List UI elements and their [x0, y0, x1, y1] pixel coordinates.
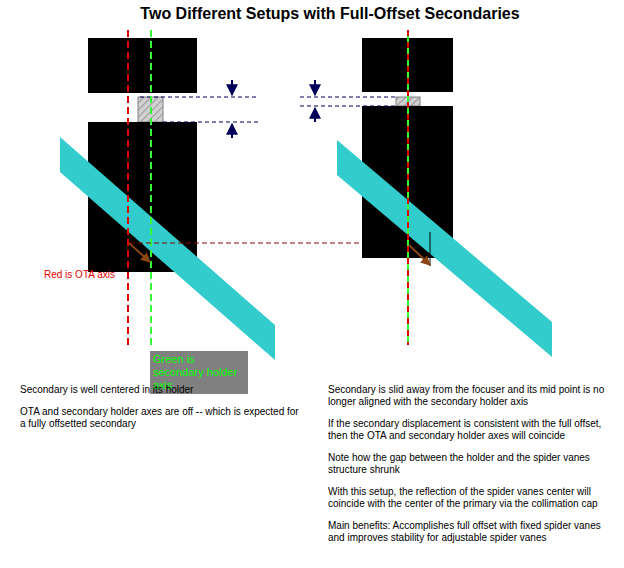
- gap-arrow: [314, 108, 316, 122]
- note: Note how the gap between the holder and …: [328, 452, 616, 476]
- gap-guide: [163, 122, 258, 123]
- note: Main benefits: Accomplishes full offset …: [328, 520, 616, 544]
- gap-guide: [300, 97, 396, 98]
- ota-axis: [407, 30, 409, 345]
- reflection-arrow: [409, 245, 430, 265]
- secondary-mirror: [337, 140, 552, 357]
- holder-axis: [407, 30, 409, 345]
- note: Secondary is well centered in its holder: [20, 384, 305, 396]
- gap-arrow: [231, 80, 233, 95]
- note: With this setup, the reflection of the s…: [328, 486, 616, 510]
- reflection-arrow: [129, 243, 150, 262]
- axis-label: Red is OTA axis: [44, 269, 115, 281]
- holder-axis: [150, 30, 152, 348]
- note: If the secondary displacement is consist…: [328, 418, 616, 442]
- focuser-block: [88, 38, 197, 93]
- gap-arrow: [314, 80, 316, 95]
- secondary-mirror: [60, 137, 275, 360]
- note: OTA and secondary holder axes are off --…: [20, 406, 305, 430]
- offset-mark: [430, 232, 431, 266]
- diagram-title: Two Different Setups with Full-Offset Se…: [140, 4, 519, 24]
- ota-axis: [127, 30, 129, 345]
- gap-guide: [140, 97, 258, 98]
- gap-arrow: [231, 124, 233, 138]
- note: Secondary is slid away from the focuser …: [328, 384, 616, 408]
- gap-guide: [300, 106, 396, 107]
